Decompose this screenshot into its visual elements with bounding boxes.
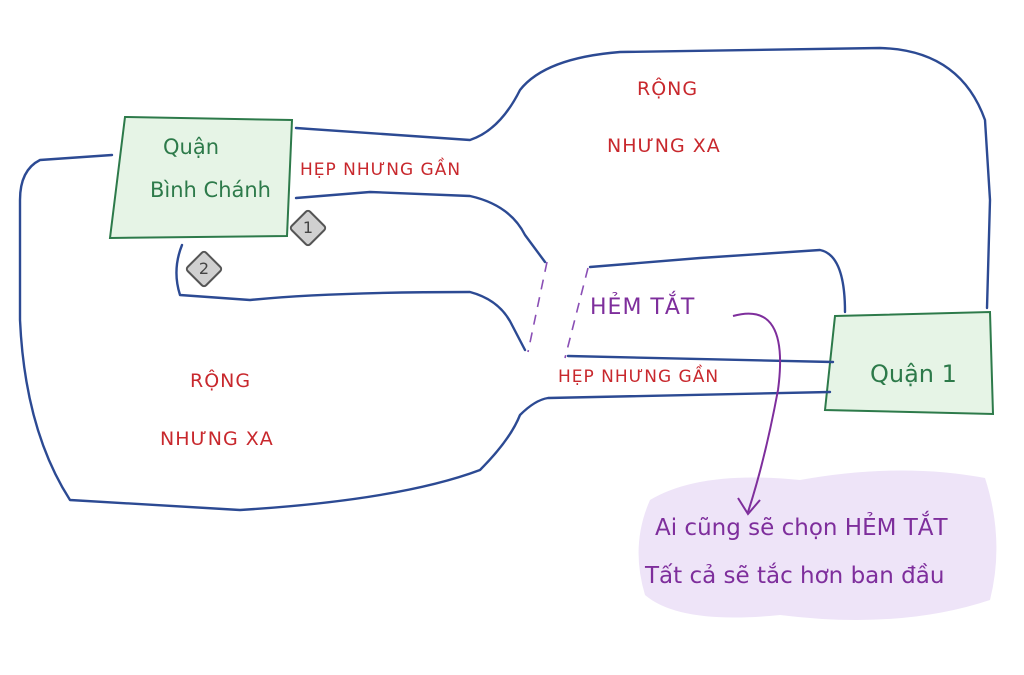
road-narrow-left-bottom — [294, 190, 547, 264]
top-wide-line1: RỘNG — [637, 78, 699, 100]
road-shortcut-top — [588, 248, 847, 314]
binh-chanh-box — [108, 115, 294, 240]
road-bottom-wide-outer — [18, 153, 832, 512]
badge-1-text: 1 — [302, 218, 314, 237]
bottom-wide-line2: NHƯNG XA — [160, 428, 274, 450]
note-line1: Ai cũng sẽ chọn HẺM TẮT — [655, 515, 948, 541]
narrow-right-label: HẸP NHƯNG GẦN — [558, 367, 720, 387]
road-narrow-right-top — [566, 354, 835, 364]
bottom-wide-line1: RỘNG — [190, 370, 252, 392]
road-top-wide-outer — [294, 46, 992, 310]
binh-chanh-line2: Bình Chánh — [150, 178, 271, 202]
quan1-label: Quận 1 — [870, 360, 957, 388]
shortcut-edge-right — [564, 267, 589, 359]
badge-2-text: 2 — [198, 259, 210, 278]
shortcut-edge-left — [527, 261, 548, 353]
quan1-box — [823, 310, 995, 416]
road-bottom-inner — [175, 243, 527, 352]
top-wide-line2: NHƯNG XA — [607, 135, 721, 157]
narrow-left-label: HẸP NHƯNG GẦN — [300, 160, 462, 180]
note-line2: Tất cả sẽ tắc hơn ban đầu — [645, 563, 945, 589]
arrow-to-note — [732, 312, 782, 513]
arrowhead-icon — [737, 497, 761, 516]
note-highlight — [638, 470, 997, 620]
shortcut-label: HẺM TẮT — [590, 295, 696, 320]
binh-chanh-line1: Quận — [163, 135, 220, 159]
